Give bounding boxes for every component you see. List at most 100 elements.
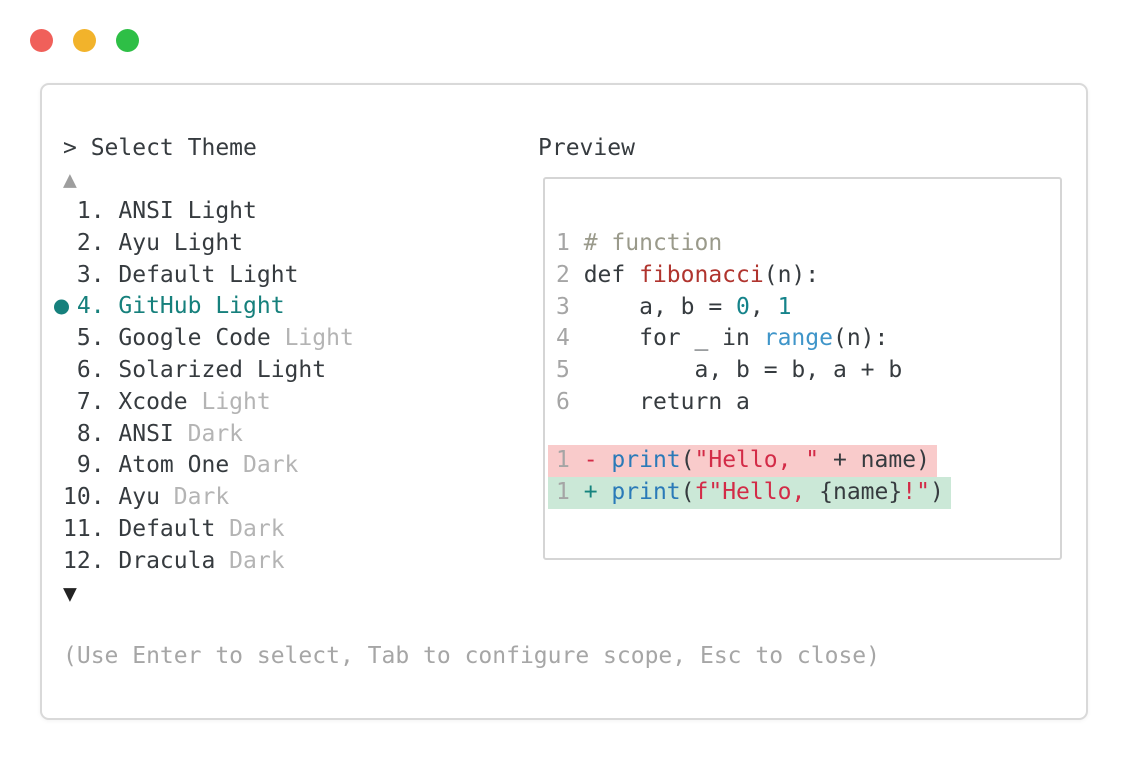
code-token-comment: # function [583,230,723,256]
code-token-print: print [611,447,681,473]
theme-option-7[interactable]: 7. Xcode Light [63,387,354,419]
line-number: 1 [556,478,584,505]
theme-option-number: 12. [63,547,119,574]
theme-option-number: 10. [63,484,119,511]
line-number: 6 [556,388,584,415]
diff-minus-sign: - [583,447,612,473]
theme-option-4[interactable]: 4. GitHub Light [54,291,354,323]
theme-option-variant: Light [270,325,354,352]
preview-title: Preview [538,135,635,161]
theme-option-number: 9. [63,452,119,479]
theme-option-variant: Light [159,229,244,256]
line-number: 4 [556,325,584,352]
selected-indicator [54,299,69,315]
theme-option-variant: Dark [215,547,285,574]
theme-option-name: Ayu [118,484,160,511]
line-number: 2 [556,261,584,288]
code-token-text: def [583,261,640,288]
theme-option-variant: Dark [229,452,299,479]
theme-option-5[interactable]: 5. Google Code Light [63,323,354,355]
theme-option-number: 1. [63,198,119,224]
line-number: 3 [556,293,584,320]
theme-option-3[interactable]: 3. Default Light [63,260,354,292]
theme-option-variant: Light [201,293,285,320]
code-token-func: fibonacci [639,261,764,288]
code-token-number: 0 [736,293,750,320]
code-token-text: ( [680,447,695,473]
theme-option-number: 4. [63,293,119,320]
code-line-1: 1 # function [556,228,902,260]
code-token-text: , [749,293,778,320]
code-token-string: f"Hello, [694,478,820,505]
theme-option-name: Dracula [118,547,216,574]
code-line-5: 5 a, b = b, a + b [556,355,902,387]
line-number: 1 [556,447,584,473]
theme-option-variant: Dark [215,515,285,542]
theme-option-number: 6. [63,356,119,383]
theme-option-name: Xcode [118,388,188,415]
code-token-text: {name} [819,478,903,505]
diff-preview: 1 - print("Hello, " + name)1 + print(f"H… [548,445,951,509]
code-token-text: (n): [763,261,820,288]
zoom-button[interactable] [116,29,139,52]
theme-option-name: ANSI [118,198,174,224]
theme-option-number: 3. [63,261,119,288]
select-theme-prompt: > Select Theme [63,135,257,161]
theme-option-11[interactable]: 11. Default Dark [63,514,354,546]
scroll-up-icon: ▲ [63,167,77,193]
theme-option-variant: Dark [173,420,244,447]
theme-option-name: GitHub [118,293,202,320]
theme-option-variant: Light [243,356,327,383]
theme-option-variant: Light [215,261,299,288]
code-token-text: return a [583,388,750,415]
code-token-text: for _ in [583,325,764,352]
theme-option-name: Default [118,515,216,542]
theme-option-name: Ayu [118,229,160,256]
line-number: 1 [556,230,584,256]
code-line-2: 2 def fibonacci(n): [556,260,902,292]
minimize-button[interactable] [73,29,96,52]
code-token-string: "Hello, " [694,447,820,473]
theme-option-number: 2. [63,229,119,256]
theme-option-2[interactable]: 2. Ayu Light [63,228,354,260]
theme-option-10[interactable]: 10. Ayu Dark [63,482,354,514]
keyboard-hint: (Use Enter to select, Tab to configure s… [63,643,880,669]
theme-list: 1. ANSI Light 2. Ayu Light 3. Default Li… [54,196,354,578]
close-button[interactable] [30,29,53,52]
theme-option-name: Google Code [118,325,271,352]
code-line-4: 4 for _ in range(n): [556,323,902,355]
theme-option-8[interactable]: 8. ANSI Dark [63,419,354,451]
code-token-number: 1 [777,293,792,320]
code-token-text: (n): [832,325,889,352]
theme-option-12[interactable]: 12. Dracula Dark [63,546,354,578]
code-line-3: 3 a, b = 0, 1 [556,292,902,324]
window-controls [30,29,139,52]
diff-plus-sign: + [583,478,612,505]
theme-option-6[interactable]: 6. Solarized Light [63,355,354,387]
code-token-builtin: range [763,325,833,352]
theme-option-variant: Dark [159,484,230,511]
code-token-text: a, b = [583,293,737,320]
code-token-string: !" [902,478,930,505]
diff-line-added: 1 + print(f"Hello, {name}!") [548,476,951,509]
code-token-text: + name) [819,447,930,473]
theme-option-variant: Light [187,388,271,415]
theme-option-name: ANSI [118,420,174,447]
theme-option-number: 8. [63,420,119,447]
theme-option-number: 7. [63,388,119,415]
code-line-6: 6 return a [556,387,902,419]
theme-option-number: 11. [63,515,119,542]
theme-option-1[interactable]: 1. ANSI Light [63,196,354,228]
theme-option-9[interactable]: 9. Atom One Dark [63,450,354,482]
diff-line-removed: 1 - print("Hello, " + name) [548,445,937,477]
code-token-text: ( [680,478,695,505]
theme-option-name: Solarized [118,356,244,383]
code-token-text: ) [929,478,944,505]
theme-option-number: 5. [63,325,119,352]
theme-option-name: Atom One [118,452,230,479]
code-token-text: a, b = b, a + b [583,357,903,384]
code-token-print: print [611,478,681,505]
theme-option-variant: Light [173,198,257,224]
theme-option-name: Default [118,261,216,288]
